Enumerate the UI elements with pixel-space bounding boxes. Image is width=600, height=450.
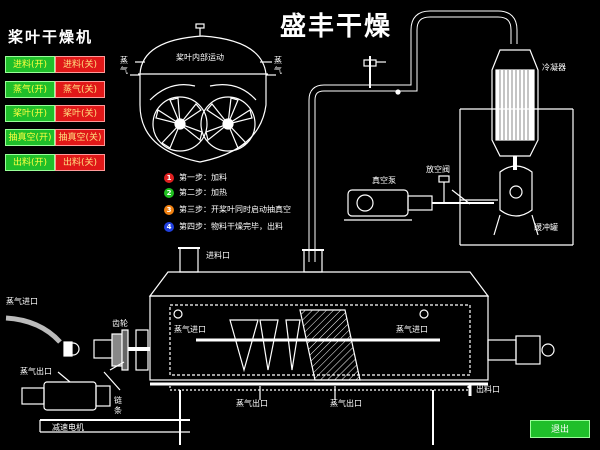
vacuum-pump-label: 真空泵 xyxy=(372,176,396,185)
paddle-left xyxy=(152,96,208,152)
steam-off-button[interactable]: 蒸气(关) xyxy=(55,81,105,98)
buffer-tank-label: 缓冲罐 xyxy=(534,223,558,232)
discharge-off-button[interactable]: 出料(关) xyxy=(55,154,105,171)
paddle-right xyxy=(200,96,256,152)
reducer-motor-label: 减速电机 xyxy=(52,423,84,432)
chain-label: 链 条 xyxy=(114,396,122,415)
feed-off-button[interactable]: 进料(关) xyxy=(55,56,105,73)
reducer-motor xyxy=(43,381,97,411)
step-3-marker: 3 xyxy=(164,204,174,215)
step-2-marker: 2 xyxy=(164,187,174,198)
gear-label: 齿轮 xyxy=(112,319,128,328)
condenser-shell xyxy=(491,49,539,157)
step-4-marker: 4 xyxy=(164,221,174,232)
steam-on-button[interactable]: 蒸气(开) xyxy=(5,81,55,98)
step-4-text: 第四步：物料干燥完毕，出料 xyxy=(179,222,283,231)
steam-inlet-b-label: 蒸气进口 xyxy=(396,325,428,334)
vent-valve-label: 放空阀 xyxy=(426,165,450,174)
paddle-on-button[interactable]: 桨叶(开) xyxy=(5,105,55,122)
paddle-off-button[interactable]: 桨叶(关) xyxy=(55,105,105,122)
buffer-tank xyxy=(499,165,533,217)
steam-right-label: 蒸 气 xyxy=(274,56,282,75)
vessel-body xyxy=(139,74,267,163)
step-3-text: 第三步：开桨叶同时启动抽真空 xyxy=(179,205,291,214)
step-1: 1 第一步：加料 xyxy=(164,172,227,184)
paddle-motion-label: 桨叶内部运动 xyxy=(176,53,224,62)
steam-inlet-a-label: 蒸气进口 xyxy=(174,325,206,334)
step-2-text: 第二步：加热 xyxy=(179,188,227,197)
step-2: 2 第二步：加热 xyxy=(164,187,227,199)
discharge-label: 出料口 xyxy=(476,385,500,394)
vacuum-off-button[interactable]: 抽真空(关) xyxy=(55,129,105,146)
feed-inlet-pipe xyxy=(179,247,199,273)
steam-outlet-b-label: 蒸气出口 xyxy=(330,399,362,408)
feed-on-button[interactable]: 进料(开) xyxy=(5,56,55,73)
condenser-label: 冷凝器 xyxy=(542,63,566,72)
feed-inlet-label: 进料口 xyxy=(206,251,230,260)
step-3: 3 第三步：开桨叶同时启动抽真空 xyxy=(164,204,291,216)
steam-left-label: 蒸 气 xyxy=(120,56,128,75)
steam-outlet-left-label: 蒸气出口 xyxy=(20,367,52,376)
steam-outlet-a-label: 蒸气出口 xyxy=(236,399,268,408)
step-1-text: 第一步：加料 xyxy=(179,173,227,182)
machine-name: 桨叶干燥机 xyxy=(8,28,94,46)
step-1-marker: 1 xyxy=(164,172,174,183)
dryer-top xyxy=(148,271,490,297)
step-4: 4 第四步：物料干燥完毕，出料 xyxy=(164,221,283,233)
vacuum-on-button[interactable]: 抽真空(开) xyxy=(5,129,55,146)
vessel-dome xyxy=(139,35,267,75)
discharge-on-button[interactable]: 出料(开) xyxy=(5,154,55,171)
page-title: 盛丰干燥 xyxy=(280,12,393,42)
steam-inlet-left-label: 蒸气进口 xyxy=(6,297,38,306)
exit-button[interactable]: 退出 xyxy=(530,420,590,438)
